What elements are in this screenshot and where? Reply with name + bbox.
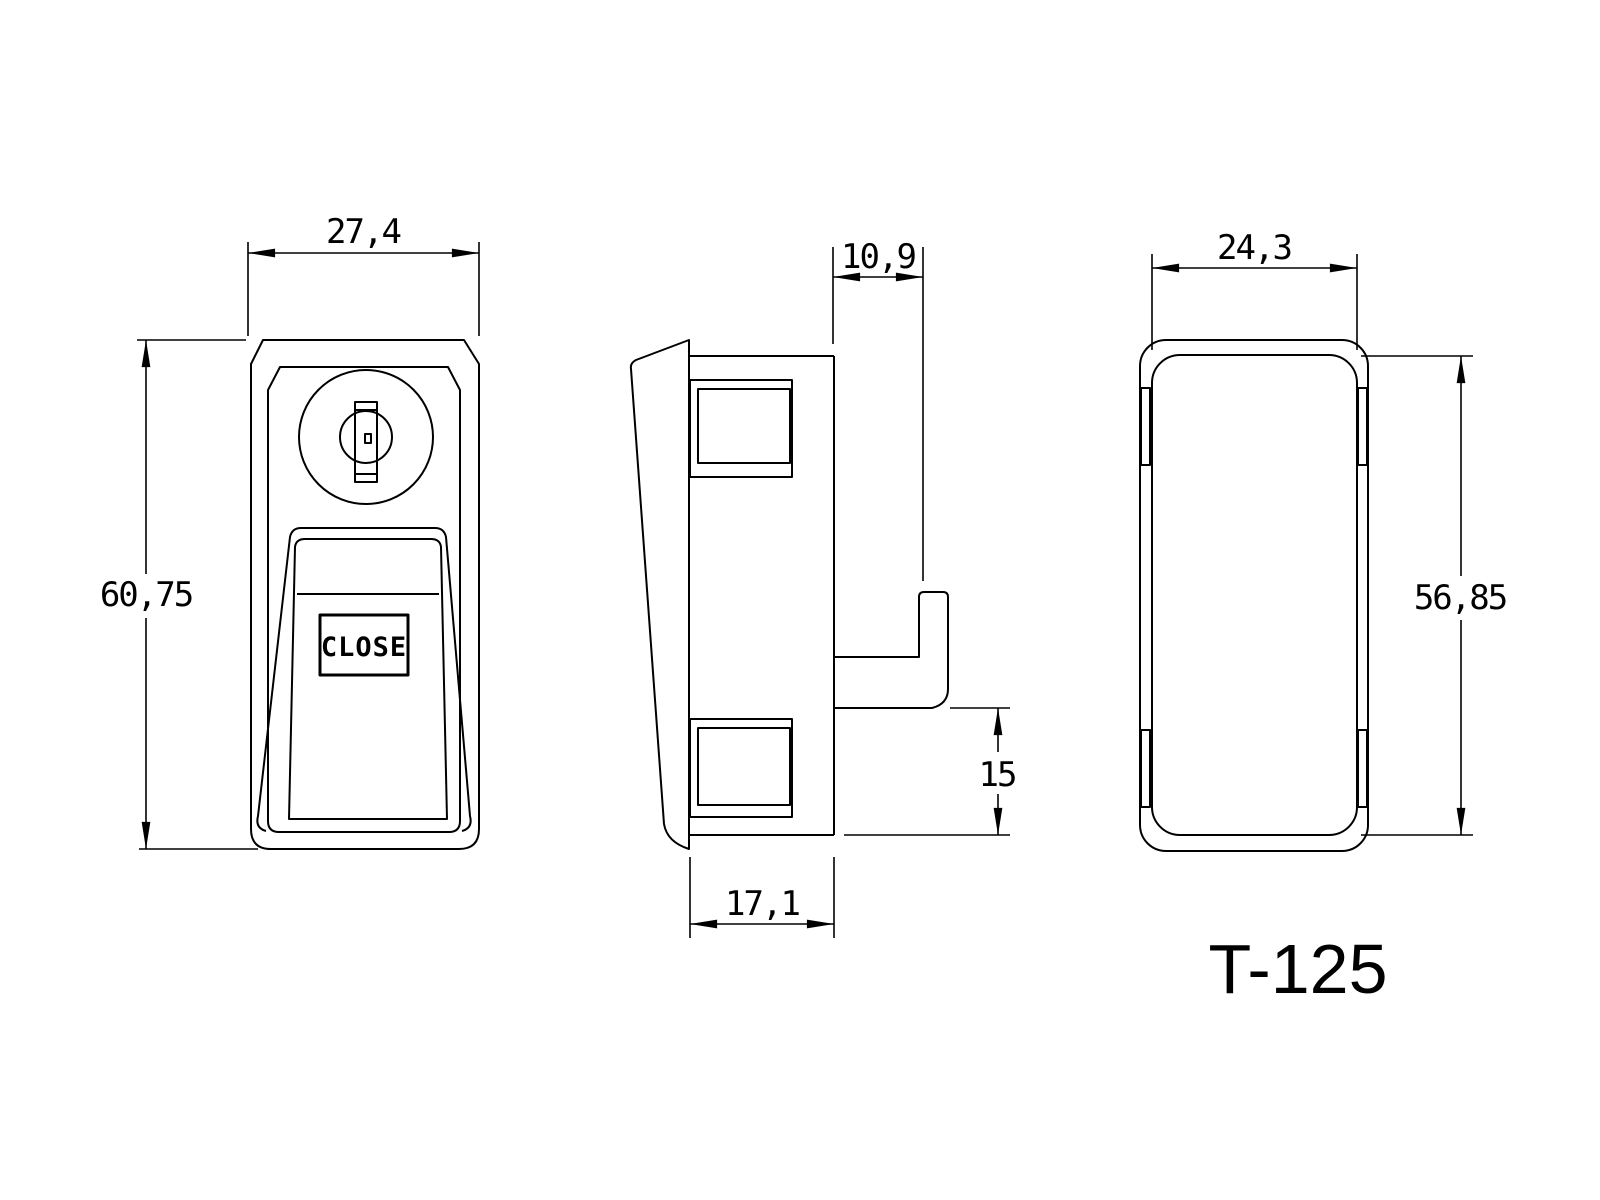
back-left-upper-clip	[1140, 387, 1151, 466]
side-lower-clip-inner	[697, 727, 791, 806]
side-upper-clip-outer	[689, 379, 793, 478]
side-lower-clip-outer	[689, 718, 793, 818]
dimension-back-height: 56,85	[1361, 355, 1508, 836]
back-left-lower-clip	[1140, 729, 1151, 808]
dimension-value: 56,85	[1414, 578, 1506, 618]
dimension-value: 10,9	[841, 237, 915, 277]
back-view: 24,3 56,85	[1139, 228, 1508, 852]
key-cylinder-outer-circle	[298, 369, 434, 505]
back-inner-outline	[1151, 354, 1358, 836]
dimension-value: 17,1	[725, 884, 799, 924]
dimension-value: 24,3	[1217, 228, 1291, 268]
side-upper-clip-inner	[697, 388, 791, 464]
back-outer-outline	[1139, 339, 1369, 852]
dimension-hook-to-bottom: 15	[844, 707, 1017, 836]
key-slot	[354, 401, 378, 483]
dimension-front-width: 27,4	[247, 212, 480, 336]
dimension-back-width: 24,3	[1151, 228, 1358, 350]
front-view: CLOSE 27,4 60,75	[100, 212, 480, 850]
key-slot-notch	[364, 433, 372, 444]
push-button-face	[288, 538, 448, 820]
button-recess-rim	[256, 527, 472, 832]
dimension-value: 27,4	[326, 212, 400, 252]
part-number-label: T-125	[1209, 930, 1388, 1008]
dimension-value: 15	[979, 755, 1016, 795]
side-view: 10,9 17,1 15	[629, 237, 1017, 938]
close-indicator-box	[318, 613, 410, 677]
back-right-lower-clip	[1357, 729, 1368, 808]
front-inner-face-outline	[267, 366, 461, 833]
side-bezel-profile	[629, 339, 690, 850]
dimension-value: 60,75	[100, 575, 192, 615]
close-indicator-label: CLOSE	[321, 632, 407, 663]
dimension-hook-offset: 10,9	[832, 237, 924, 581]
front-outer-outline	[250, 339, 480, 850]
back-right-upper-clip	[1357, 387, 1368, 466]
latch-hook-profile	[834, 591, 949, 709]
dimension-body-depth: 17,1	[689, 857, 835, 938]
dimension-front-height: 60,75	[100, 339, 258, 850]
